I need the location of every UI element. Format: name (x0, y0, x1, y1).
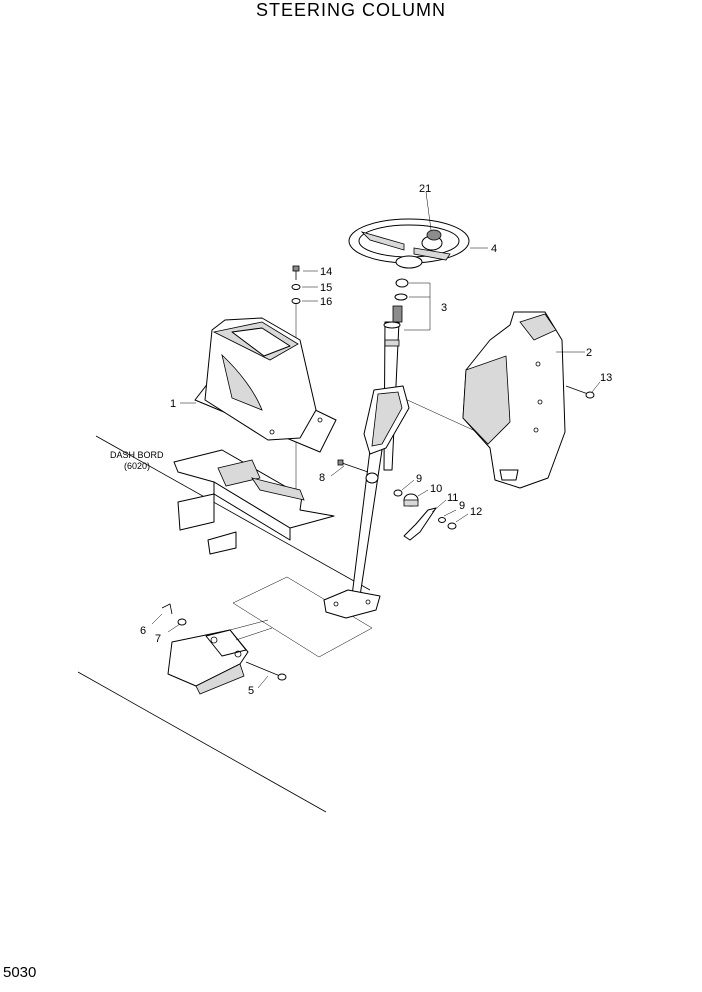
part-4-steering-wheel (348, 191, 488, 269)
dash-board-label: DASH BORD (110, 450, 164, 460)
callout-16: 16 (320, 296, 332, 308)
callout-10: 10 (430, 483, 442, 495)
callout-15: 15 (320, 282, 332, 294)
parts-5-7-lower-bracket (151, 603, 287, 695)
callout-5: 5 (248, 685, 254, 697)
callout-6: 6 (140, 625, 146, 637)
callout-1: 1 (170, 398, 176, 410)
part-8-bolt (330, 459, 369, 477)
callout-11: 11 (447, 492, 458, 504)
reference-line-floor (77, 671, 327, 813)
dash-board-code: (6020) (124, 461, 150, 471)
page-number: 5030 (3, 964, 37, 981)
part-1-housing (194, 317, 337, 453)
callout-9-upper: 9 (416, 473, 422, 485)
callout-8: 8 (319, 472, 325, 484)
part-3-nut-set (392, 278, 431, 331)
callout-3: 3 (441, 302, 447, 314)
floor-outline (232, 576, 373, 658)
dash-board-frame (173, 449, 335, 555)
parts-14-16-bolt-washers (291, 265, 318, 304)
callout-2: 2 (586, 347, 592, 359)
part-13-bolt (565, 381, 601, 399)
steering-column-tube (323, 321, 410, 619)
callout-4: 4 (491, 243, 497, 255)
callout-14: 14 (320, 266, 332, 278)
reference-line-dash (95, 435, 371, 591)
callout-9-lower: 9 (459, 500, 465, 512)
page-title: STEERING COLUMN (255, 0, 447, 20)
part-2-side-cover (462, 311, 585, 489)
parts-9-12-tilt-lever (365, 472, 469, 541)
callout-13: 13 (600, 372, 612, 384)
callout-21: 21 (419, 183, 431, 195)
callout-7: 7 (155, 633, 161, 645)
callout-12: 12 (470, 506, 482, 518)
